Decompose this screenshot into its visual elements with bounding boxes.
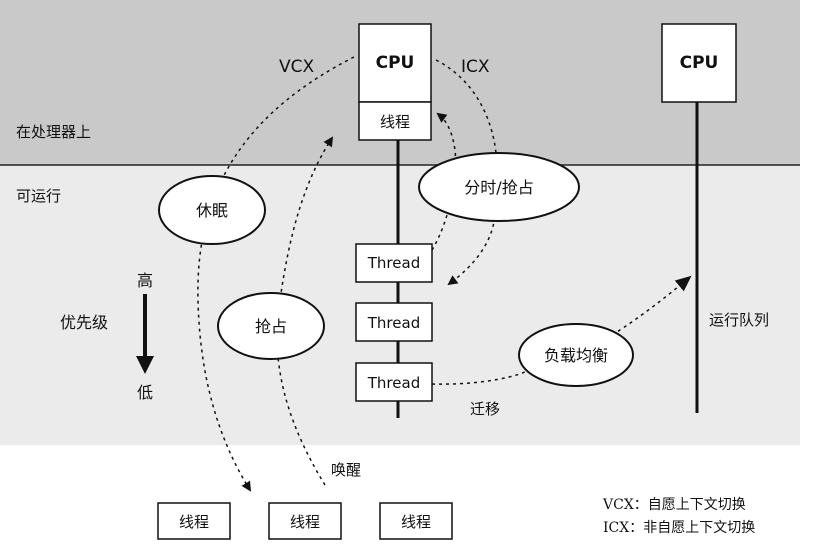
preempt-ellipse <box>217 292 325 360</box>
zone-label-runnable: 可运行 <box>16 187 61 205</box>
legend-vcx: VCX：自愿上下文切换 <box>603 497 746 513</box>
timeslice-preempt-ellipse <box>418 152 580 222</box>
migrate-label: 迁移 <box>470 400 500 418</box>
wakeup-arrow <box>276 136 334 486</box>
sleeping-thread-box-2 <box>268 502 342 540</box>
queue-thread-box-3 <box>355 362 433 402</box>
preempt-label: 抢占 <box>255 317 287 336</box>
sleeping-thread-label: 线程 <box>290 513 320 531</box>
legend-icx: ICX：非自愿上下文切换 <box>603 520 756 536</box>
vcx-sleep-arrow <box>197 56 355 492</box>
icx-arrow <box>435 59 498 166</box>
right-cpu-label: CPU <box>680 53 719 73</box>
right-cpu-box <box>661 23 737 103</box>
sleeping-thread-box-1 <box>157 502 231 540</box>
sleep-ellipse <box>158 175 266 245</box>
dispatch-to-cpu-arrow <box>431 112 457 251</box>
on-cpu-thread-label: 线程 <box>380 113 410 131</box>
timeslice-preempt-label: 分时/抢占 <box>464 178 533 197</box>
queue-thread-box-1 <box>355 243 433 283</box>
on-cpu-thread-box <box>358 101 432 141</box>
load-balance-ellipse <box>518 323 634 387</box>
load-balance-label: 负载均衡 <box>544 346 608 365</box>
sleeping-thread-label: 线程 <box>179 513 209 531</box>
queue-thread-box-2 <box>355 302 433 342</box>
queue-thread-label: Thread <box>367 254 420 272</box>
left-cpu-label: CPU <box>376 53 415 73</box>
priority-low-label: 低 <box>137 383 153 402</box>
icx-label: ICX <box>461 57 490 77</box>
wakeup-label: 唤醒 <box>331 461 361 479</box>
left-cpu-box <box>358 23 432 103</box>
sleeping-thread-box-3 <box>379 502 453 540</box>
priority-arrow-head <box>136 356 154 374</box>
run-queue-label: 运行队列 <box>709 311 769 329</box>
priority-label: 优先级 <box>60 313 108 332</box>
queue-thread-label: Thread <box>367 314 420 332</box>
queue-thread-label: Thread <box>367 374 420 392</box>
sleeping-thread-label: 线程 <box>401 513 431 531</box>
sleep-label: 休眠 <box>196 201 228 220</box>
vcx-label: VCX <box>279 57 314 77</box>
zone-label-on-processor: 在处理器上 <box>16 123 91 141</box>
priority-high-label: 高 <box>137 271 153 290</box>
